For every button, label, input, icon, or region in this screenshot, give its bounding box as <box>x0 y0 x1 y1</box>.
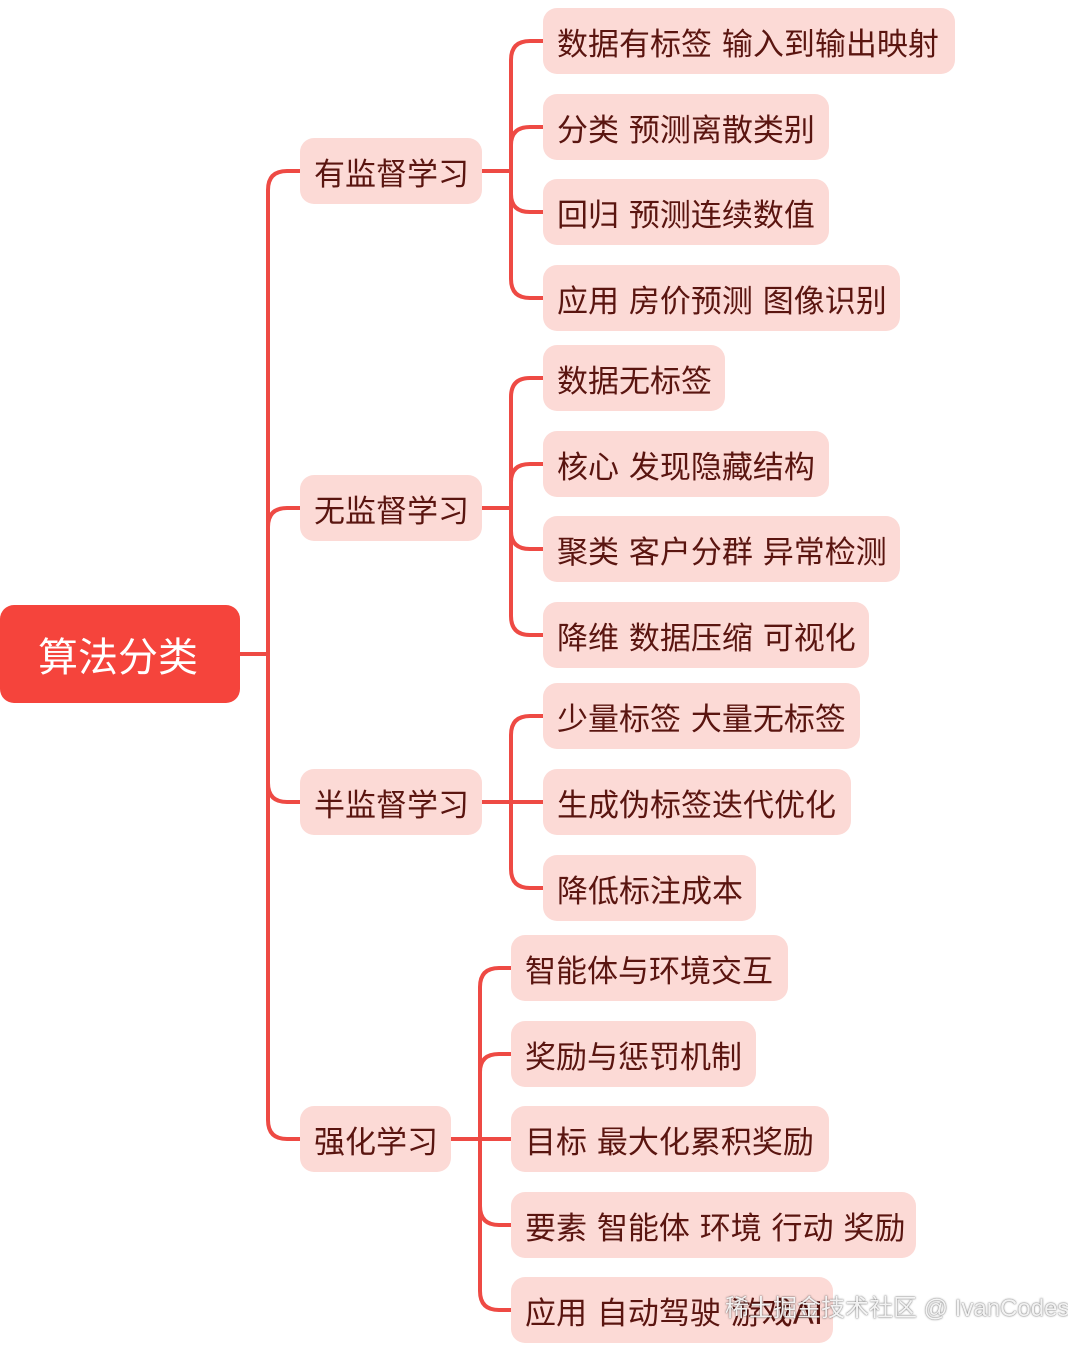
root-node[interactable]: 算法分类 <box>0 605 240 703</box>
connector-supervised-leaf-3 <box>509 169 545 214</box>
connector-supervised-leaf-1 <box>509 39 545 173</box>
leaf-node[interactable]: 核心 发现隐藏结构 <box>543 431 829 497</box>
leaf-node[interactable]: 应用 自动驾驶 游戏AI <box>511 1277 833 1343</box>
leaf-node[interactable]: 目标 最大化累积奖励 <box>511 1106 829 1172</box>
connector-supervised-leaf-2 <box>509 125 545 173</box>
category-node-supervised[interactable]: 有监督学习 <box>300 138 482 204</box>
connector-semisupervised-leaf-1 <box>509 714 545 804</box>
leaf-node[interactable]: 数据有标签 输入到输出映射 <box>543 8 955 74</box>
connector-root-to-semisupervised <box>266 652 302 804</box>
leaf-node[interactable]: 降低标注成本 <box>543 855 756 921</box>
leaf-node[interactable]: 生成伪标签迭代优化 <box>543 769 851 835</box>
leaf-node[interactable]: 要素 智能体 环境 行动 奖励 <box>511 1192 916 1258</box>
leaf-node[interactable]: 智能体与环境交互 <box>511 935 788 1001</box>
watermark-text: 稀土掘金技术社区 @ IvanCodes <box>725 1295 1068 1322</box>
leaf-node[interactable]: 分类 预测离散类别 <box>543 94 829 160</box>
connector-unsupervised-leaf-2 <box>509 462 545 510</box>
category-node-reinforcement[interactable]: 强化学习 <box>300 1106 451 1172</box>
connector-unsupervised-leaf-3 <box>509 506 545 551</box>
category-node-unsupervised[interactable]: 无监督学习 <box>300 475 482 541</box>
leaf-node[interactable]: 奖励与惩罚机制 <box>511 1021 756 1087</box>
connector-root-to-supervised <box>266 169 302 656</box>
leaf-node[interactable]: 少量标签 大量无标签 <box>543 683 860 749</box>
connector-semisupervised-leaf-3 <box>509 800 545 890</box>
connector-reinforcement-leaf-5 <box>478 1137 513 1312</box>
connector-reinforcement-leaf-1 <box>478 966 513 1141</box>
leaf-node[interactable]: 数据无标签 <box>543 345 725 411</box>
leaf-node[interactable]: 降维 数据压缩 可视化 <box>543 602 869 668</box>
connector-reinforcement-leaf-2 <box>478 1052 513 1141</box>
leaf-node[interactable]: 聚类 客户分群 异常检测 <box>543 516 900 582</box>
leaf-node[interactable]: 应用 房价预测 图像识别 <box>543 265 900 331</box>
connector-reinforcement-leaf-4 <box>478 1137 513 1227</box>
connector-unsupervised-leaf-4 <box>509 506 545 637</box>
connector-root-to-unsupervised <box>266 506 302 656</box>
connector-root-to-reinforcement <box>266 652 302 1141</box>
connector-unsupervised-leaf-1 <box>509 376 545 510</box>
connector-supervised-leaf-4 <box>509 169 545 300</box>
leaf-node[interactable]: 回归 预测连续数值 <box>543 179 829 245</box>
category-node-semisupervised[interactable]: 半监督学习 <box>300 769 482 835</box>
